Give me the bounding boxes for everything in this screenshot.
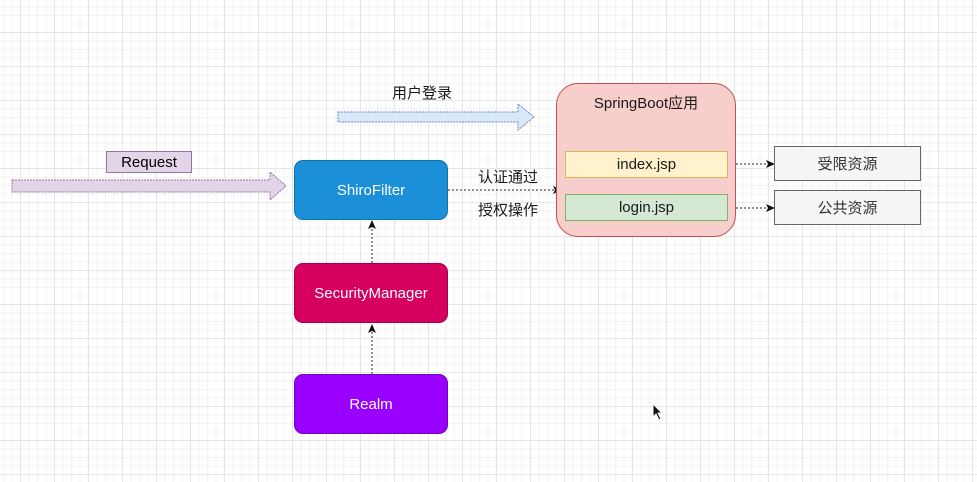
user-login-label: 用户登录 — [392, 85, 453, 102]
login-jsp-label: login.jsp — [618, 199, 675, 216]
index-jsp-label: index.jsp — [616, 156, 677, 173]
securitymanager-node[interactable]: SecurityManager — [294, 263, 448, 323]
restricted-resource-node[interactable]: 受限资源 — [774, 146, 921, 181]
request-label[interactable]: Request — [106, 151, 192, 173]
shirofilter-node[interactable]: ShiroFilter — [294, 160, 448, 220]
public-resource-node[interactable]: 公共资源 — [774, 190, 921, 225]
user-login-arrow — [337, 102, 535, 132]
public-resource-label: 公共资源 — [817, 200, 878, 217]
realm-label: Realm — [349, 395, 393, 413]
restricted-resource-label: 受限资源 — [817, 156, 878, 173]
arrowhead-icon — [368, 324, 376, 333]
mouse-cursor-icon — [652, 403, 664, 421]
request-label-text: Request — [121, 153, 177, 171]
securitymanager-label: SecurityManager — [314, 284, 428, 302]
arrowhead-icon — [368, 220, 376, 229]
shirofilter-label: ShiroFilter — [336, 181, 406, 199]
index-jsp-node[interactable]: index.jsp — [565, 151, 728, 178]
realm-node[interactable]: Realm — [294, 374, 448, 434]
request-arrow — [11, 170, 287, 202]
springboot-title: SpringBoot应用 — [593, 95, 699, 112]
login-jsp-node[interactable]: login.jsp — [565, 194, 728, 221]
auth-passed-label: 认证通过 — [478, 169, 539, 186]
authorize-op-label: 授权操作 — [478, 202, 539, 219]
